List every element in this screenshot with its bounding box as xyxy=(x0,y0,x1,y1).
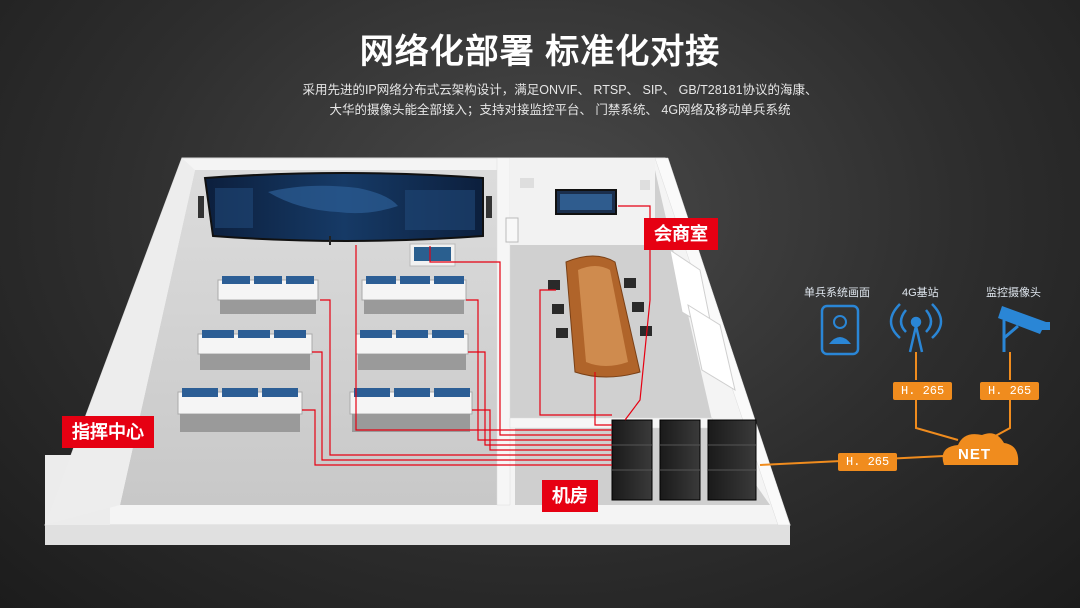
workstation-desks xyxy=(177,276,473,432)
net-label: NET xyxy=(958,446,991,463)
page-title: 网络化部署 标准化对接 xyxy=(359,33,721,71)
codec-badge-left: H. 265 xyxy=(893,382,953,400)
command-center-label: 指挥中心 xyxy=(62,416,154,448)
base-station-icon xyxy=(889,303,943,353)
codec-badge-main: H. 265 xyxy=(838,453,898,471)
base-station-label: 4G基站 xyxy=(902,287,939,299)
network-cabling xyxy=(302,205,651,466)
page-subtitle: 采用先进的IP网络分布式云架构设计，满足ONVIF、 RTSP、 SIP、 GB… xyxy=(302,83,818,117)
codec-badge-right: H. 265 xyxy=(980,382,1040,400)
video-wall xyxy=(198,172,492,267)
meeting-room-label: 会商室 xyxy=(644,218,718,250)
soldier-system-icon xyxy=(820,304,860,356)
server-racks xyxy=(611,419,757,501)
meeting-room-furniture xyxy=(505,189,652,378)
camera-label: 监控摄像头 xyxy=(986,287,1041,299)
soldier-system-label: 单兵系统画面 xyxy=(804,287,870,299)
net-cloud-icon xyxy=(942,433,1019,465)
surveillance-camera-icon xyxy=(998,306,1050,352)
machine-room-label: 机房 xyxy=(542,480,598,512)
